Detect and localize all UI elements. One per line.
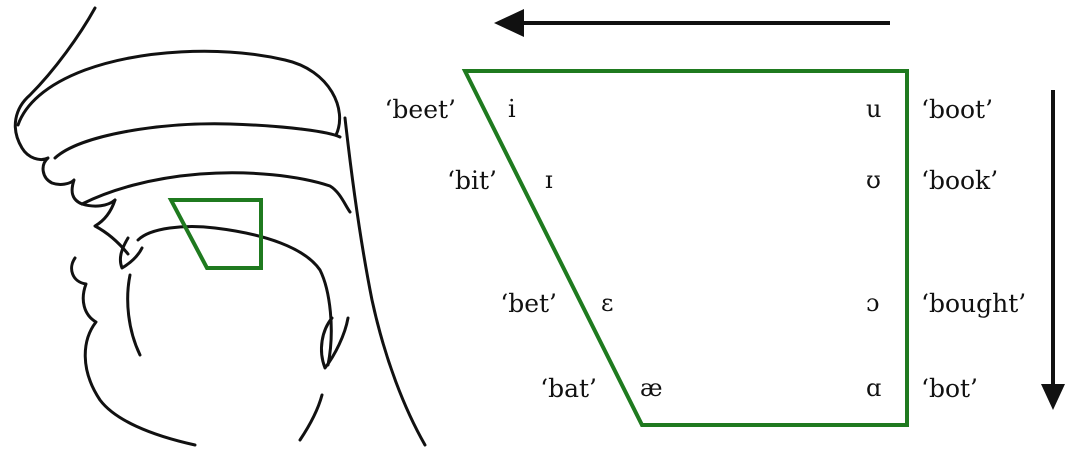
vowel-symbol-script-a: ɑ [866,374,881,402]
word-bot: ‘bot’ [921,374,978,403]
height-arrow-head [1041,384,1065,410]
pharynx-back-wall [343,116,427,447]
vowel-symbol-open-o: ɔ [866,289,879,317]
larynx-front [298,393,324,442]
oral-vowel-space-trapezoid [167,198,263,270]
vowel-symbol-i: i [508,95,516,123]
word-bet: ‘bet’ [500,289,557,318]
lower-lip-chin [70,256,197,447]
teeth [118,236,144,270]
vowel-trapezoid [461,69,909,427]
upper-lip [93,198,130,256]
vowel-symbol-u: u [866,95,881,123]
head-profile [13,6,427,447]
word-book: ‘book’ [921,166,998,195]
epiglottis [320,316,350,370]
nasal-cavity-top [16,49,342,137]
vowel-symbol-ash: æ [640,374,663,402]
nasal-cavity-floor [53,122,342,160]
lower-jaw-inner [126,273,142,357]
word-beet: ‘beet’ [384,95,456,124]
frontness-arrow [494,9,890,37]
word-bat: ‘bat’ [540,374,597,403]
word-bit: ‘bit’ [447,166,497,195]
forehead-nose-outline [13,6,117,208]
vowel-symbol-upsilon: ʊ [866,166,881,194]
word-boot: ‘boot’ [921,95,993,124]
frontness-arrow-head [494,9,524,37]
height-arrow [1041,90,1065,410]
vowel-symbol-small-cap-i: ɪ [545,166,553,194]
word-bought: ‘bought’ [921,289,1026,318]
tongue [136,225,333,367]
vowel-symbol-open-e: ɛ [601,289,613,317]
hard-palate [80,171,352,214]
